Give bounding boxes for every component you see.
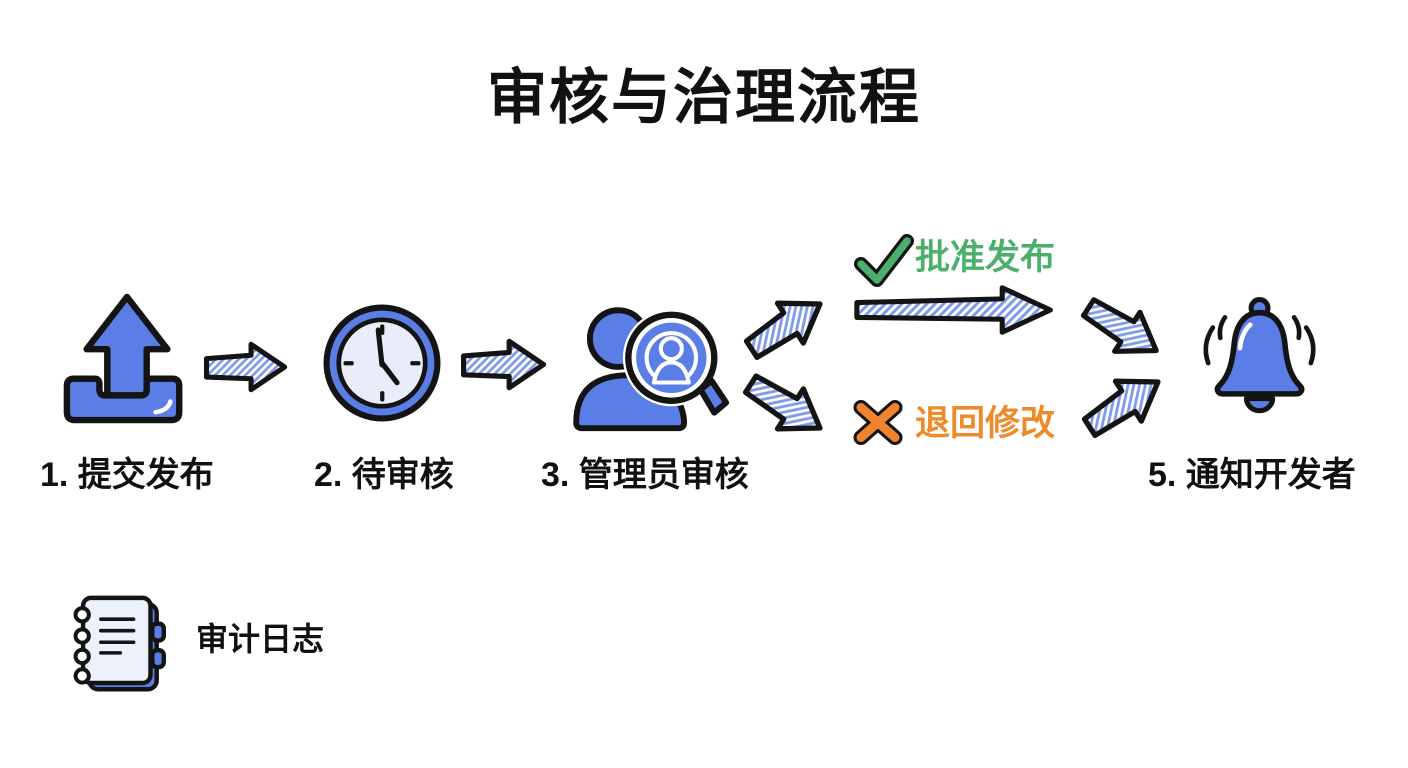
approve-flow-arrow-icon bbox=[846, 285, 1064, 335]
step-label-1: 1. 提交发布 bbox=[40, 456, 214, 494]
check-icon bbox=[854, 234, 914, 288]
flow-arrow-2-icon bbox=[461, 337, 547, 392]
admin-review-icon bbox=[568, 300, 730, 433]
reject-label: 退回修改 bbox=[915, 404, 1056, 443]
page-title: 审核与治理流程 bbox=[487, 64, 921, 131]
step-label-5: 5. 通知开发者 bbox=[1148, 456, 1356, 494]
merge-arrow-top-icon bbox=[1072, 283, 1174, 375]
audit-log-label: 审计日志 bbox=[196, 621, 325, 657]
notebook-icon bbox=[68, 590, 170, 698]
bell-icon bbox=[1192, 294, 1328, 434]
flow-arrow-1-icon bbox=[204, 340, 288, 394]
branch-arrow-approve-icon bbox=[734, 279, 838, 374]
step-label-2: 2. 待审核 bbox=[314, 456, 454, 494]
merge-arrow-bottom-icon bbox=[1072, 357, 1176, 452]
approve-label: 批准发布 bbox=[915, 238, 1056, 277]
branch-arrow-reject-icon bbox=[734, 359, 838, 454]
cross-icon bbox=[852, 399, 904, 446]
step-label-3: 3. 管理员审核 bbox=[541, 456, 749, 494]
upload-icon bbox=[60, 293, 194, 427]
clock-icon bbox=[320, 301, 444, 425]
